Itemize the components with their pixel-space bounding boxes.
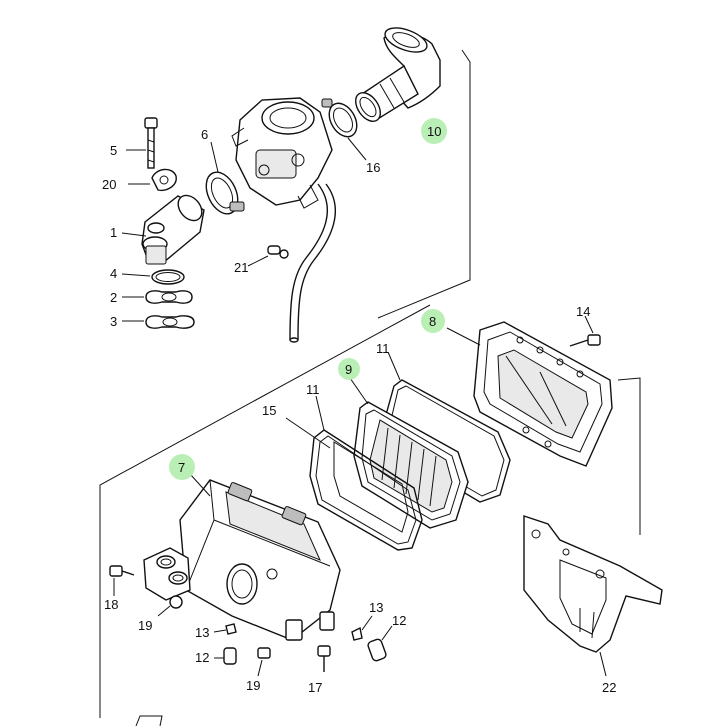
callout-8: 8 [429,314,436,329]
callout-14: 14 [576,304,590,319]
callout-13-right: 13 [369,600,383,615]
gasket-part-2 [122,290,193,304]
hose-clamp-part-6 [205,141,245,215]
callout-3: 3 [110,314,117,329]
insulator-part-3 [122,315,195,329]
o-ring-part-4 [121,269,185,285]
callout-7: 7 [178,460,185,475]
highlight-8 [421,309,445,333]
callout-18: 18 [104,597,118,612]
highlight-7 [169,454,195,480]
seal-part-15 [285,417,409,533]
highlight-10 [421,118,447,144]
intake-hose-part-10 [354,27,441,123]
hose-clip-part-21 [247,245,289,267]
bracket-part-22 [523,515,663,677]
hose-clamp-part-16 [321,98,367,161]
gasket-part-11-upper [383,351,511,503]
callout-19-left: 19 [138,618,152,633]
callout-4: 4 [110,266,117,281]
gasket-part-11-lower [309,395,423,551]
corner-mark [135,715,163,726]
callout-15: 15 [262,403,276,418]
callout-16: 16 [366,160,380,175]
screw-part-14 [569,315,601,347]
callout-10: 10 [427,124,441,139]
callout-5: 5 [110,143,117,158]
highlight-9 [338,358,360,380]
callout-1: 1 [110,225,117,240]
callout-20: 20 [102,177,116,192]
callout-6: 6 [201,127,208,142]
callout-17: 17 [308,680,322,695]
callout-19-bottom: 19 [246,678,260,693]
bolt-part-5 [126,117,158,169]
manifold-joint-part-1 [121,194,205,265]
callout-2: 2 [110,290,117,305]
air-cleaner-case-part-7 [143,473,341,641]
callout-11-lower: 11 [306,382,320,397]
callout-13-left: 13 [195,625,209,640]
carburetor-vent-hose [289,183,336,343]
air-cleaner-cap-part-8 [446,321,613,467]
callout-9: 9 [345,362,352,377]
case-fasteners [109,565,393,677]
callout-12-right: 12 [392,613,406,628]
callout-11-upper: 11 [376,341,390,356]
callout-21: 21 [234,260,248,275]
clamp-part-20 [128,168,177,192]
frame-lines [99,49,641,718]
callout-12-left: 12 [195,650,209,665]
air-filter-element-part-9 [349,377,469,529]
carburetor-assembly [231,97,333,209]
callout-22: 22 [602,680,616,695]
